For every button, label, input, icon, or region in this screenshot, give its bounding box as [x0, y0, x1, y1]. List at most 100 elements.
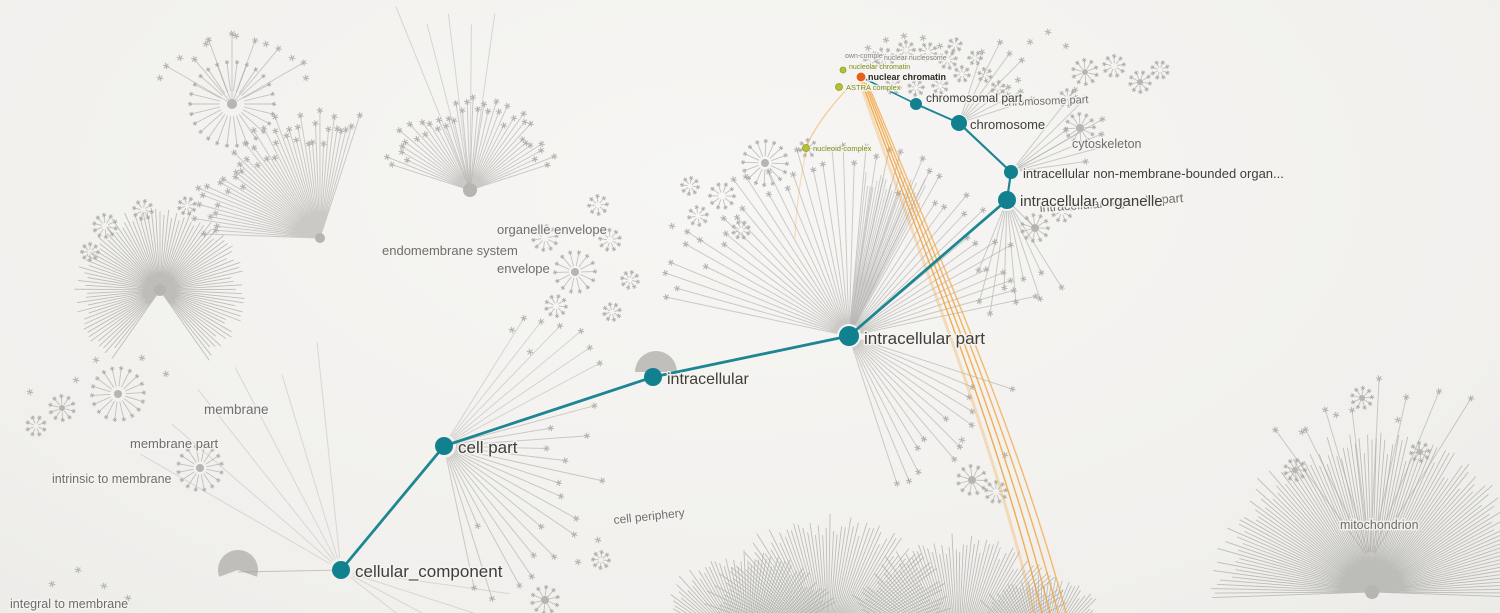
- path-edge-layer: [339, 76, 1013, 572]
- cluster-rosette: [958, 466, 987, 494]
- term-label-4[interactable]: membrane part: [129, 435, 221, 453]
- term-label-7[interactable]: cell periphery: [611, 504, 686, 528]
- cluster-rosette: [81, 243, 99, 261]
- cluster-rosette: [949, 39, 961, 51]
- cluster-hub: [571, 268, 579, 276]
- leaf-nodes: [895, 39, 917, 61]
- leaf-nodes: [990, 79, 1006, 97]
- leaf-nodes: [601, 301, 623, 323]
- label-intracellular_organelle[interactable]: intracellular organelle: [1019, 192, 1165, 212]
- node-chromosome[interactable]: [951, 115, 967, 131]
- highlight-edge: [865, 82, 1059, 613]
- cluster-hub: [114, 390, 122, 398]
- cluster-rosette: [1352, 387, 1373, 408]
- leaf-nodes: [1408, 440, 1432, 464]
- term-label-11[interactable]: chromosome part: [1001, 93, 1090, 111]
- leaf-nodes: [131, 198, 155, 222]
- cluster-rosette: [940, 52, 956, 68]
- leaf-nodes: [597, 227, 623, 252]
- term-label-6[interactable]: integral to membrane: [9, 596, 130, 613]
- highlight-edge: [861, 81, 1043, 613]
- highlight-edge: [867, 83, 1067, 613]
- cluster-hub: [1137, 79, 1143, 85]
- cluster-hub: [761, 159, 769, 167]
- term-label-2[interactable]: envelope: [496, 260, 552, 278]
- cluster-rosette: [742, 140, 788, 186]
- label-selected[interactable]: nuclear chromatin: [867, 71, 948, 84]
- node-layer: [332, 66, 1018, 579]
- matched-label-1[interactable]: ASTRA complex: [845, 82, 903, 94]
- matched-label-2[interactable]: nucleoid-complex: [812, 143, 874, 155]
- label-intracellular[interactable]: intracellular: [666, 370, 751, 390]
- matched-node-0[interactable]: [839, 66, 847, 74]
- matched-node-1[interactable]: [835, 83, 843, 91]
- node-intracellular_organelle[interactable]: [998, 191, 1016, 209]
- leaf-nodes: [1063, 111, 1097, 145]
- label-cellular_component[interactable]: cellular_component: [354, 561, 505, 583]
- leaf-nodes: [918, 42, 938, 62]
- cluster-hub: [227, 99, 237, 109]
- leaf-nodes: [1127, 70, 1153, 95]
- leaf-nodes: [893, 383, 1016, 487]
- cluster-rosette: [546, 296, 567, 316]
- cluster-rosette: [94, 214, 116, 238]
- label-chromosomal_part[interactable]: chromosomal part: [925, 90, 1025, 107]
- leaf-nodes: [619, 269, 641, 291]
- cluster-rosette: [1060, 90, 1076, 106]
- leaf-nodes: [930, 76, 949, 96]
- leaf-nodes: [975, 267, 1065, 317]
- cluster-hub: [541, 596, 549, 604]
- node-intracellular_part[interactable]: [839, 326, 859, 346]
- node-cell_part[interactable]: [435, 437, 453, 455]
- cluster-hub: [1365, 585, 1379, 599]
- highlight-edge: [794, 151, 807, 239]
- node-cellular_component[interactable]: [332, 561, 350, 579]
- cluster-rosette: [886, 78, 900, 93]
- term-label-0[interactable]: organelle envelope: [496, 221, 609, 239]
- matched-label-0[interactable]: nucleolar chromatin: [848, 63, 912, 73]
- cluster-rosette: [134, 201, 152, 219]
- scatter-leaf-nodes: [26, 28, 1402, 602]
- term-label-9[interactable]: mitochondrion: [1339, 517, 1421, 534]
- selected-node-selected[interactable]: [855, 71, 867, 83]
- leaf-nodes: [883, 76, 903, 95]
- cluster-fan: [350, 571, 510, 613]
- cluster-rosette: [1130, 72, 1150, 93]
- cluster-rosette: [27, 417, 45, 435]
- graph-edge: [1010, 131, 1081, 173]
- leaf-nodes: [162, 30, 307, 70]
- leaf-nodes: [966, 50, 984, 66]
- cluster-rosette: [604, 304, 620, 320]
- node-chromosomal_part[interactable]: [910, 98, 922, 110]
- highlight-edge: [858, 81, 1036, 613]
- term-label-1[interactable]: endomembrane system: [381, 242, 520, 260]
- node-intracellular_nmb_organelle[interactable]: [1004, 165, 1018, 179]
- term-label-3[interactable]: membrane: [203, 401, 271, 419]
- cluster-rosette: [179, 198, 195, 214]
- cluster-rosette: [190, 62, 274, 146]
- leaf-nodes: [590, 549, 612, 571]
- cluster-fan: [395, 6, 496, 187]
- leaf-nodes: [946, 36, 964, 54]
- cluster-rosette: [864, 53, 879, 67]
- label-intracellular_part[interactable]: intracellular part: [863, 328, 987, 350]
- matched-node-2[interactable]: [802, 144, 810, 152]
- path-edge: [957, 121, 1013, 174]
- label-intracellular_nmb_organelle[interactable]: intracellular non-membrane-bounded organ…: [1022, 165, 1286, 183]
- leaf-nodes: [731, 220, 751, 240]
- path-edge: [339, 444, 446, 572]
- cluster-rosette: [875, 49, 893, 67]
- label-cell_part[interactable]: cell part: [457, 437, 520, 459]
- node-intracellular[interactable]: [644, 368, 662, 386]
- label-chromosome[interactable]: chromosome: [969, 116, 1047, 134]
- cluster-fan: [1274, 378, 1472, 554]
- term-label-5[interactable]: intrinsic to membrane: [51, 471, 174, 488]
- cluster-rosette: [1053, 203, 1071, 221]
- leaf-nodes: [544, 294, 569, 319]
- cluster-hub: [463, 183, 477, 197]
- cluster-fan: [165, 33, 304, 103]
- leaf-nodes: [552, 250, 598, 294]
- term-label-8[interactable]: cytoskeleton: [1071, 136, 1144, 153]
